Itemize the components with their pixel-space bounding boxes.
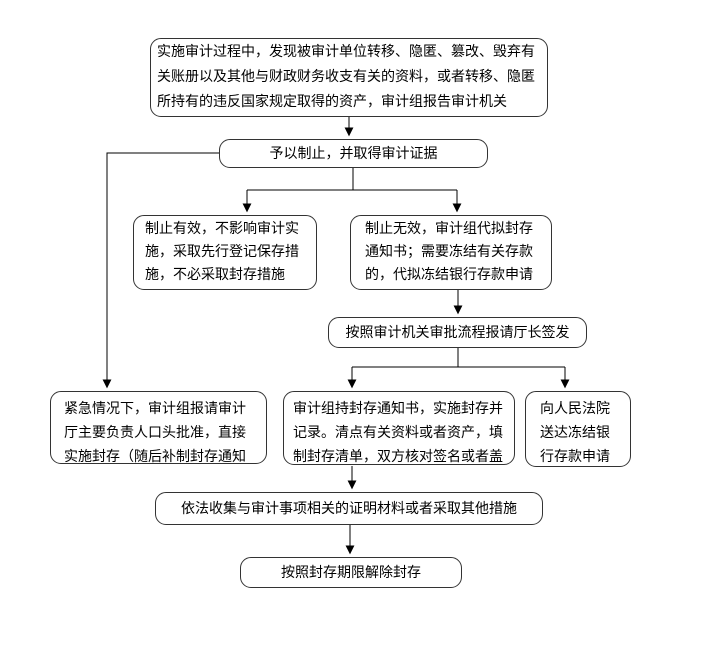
flow-node-stop-ineffective: 制止无效，审计组代拟封存通知书；需要冻结有关存款的，代拟冻结银行存款申请 [350, 215, 552, 290]
flow-node-stop-effective: 制止有效，不影响审计实施，采取先行登记保存措施，不必采取封存措施 [133, 215, 317, 290]
edge-stop-urgent [102, 152, 219, 389]
flow-node-seal: 审计组持封存通知书，实施封存并记录。清点有关资料或者资产，填制封存清单，双方核对… [283, 391, 515, 465]
flow-node-evidence: 依法收集与审计事项相关的证明材料或者采取其他措施 [155, 492, 543, 525]
flow-node-urgent: 紧急情况下，审计组报请审计厅主要负责人口头批准，直接实施封存（随后补制封存通知 [50, 391, 267, 464]
flow-node-approval: 按照审计机关审批流程报请厅长签发 [328, 317, 587, 348]
flow-node-stop: 予以制止，并取得审计证据 [219, 139, 488, 168]
flow-node-unseal: 按照封存期限解除封存 [240, 557, 462, 588]
flow-node-report: 实施审计过程中，发现被审计单位转移、隐匿、篡改、毁弃有关账册以及其他与财政财务收… [150, 38, 548, 117]
flow-node-court: 向人民法院送达冻结银行存款申请 [525, 391, 631, 467]
